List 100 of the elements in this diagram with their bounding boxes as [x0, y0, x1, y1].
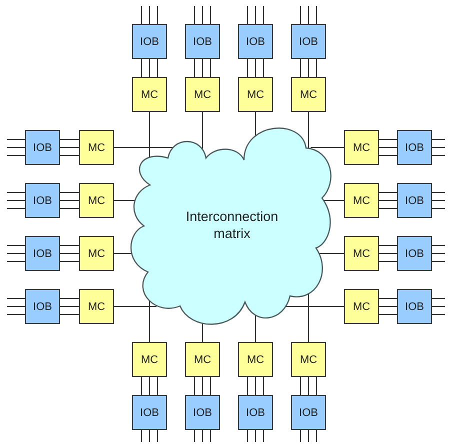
signal-line — [379, 260, 397, 262]
block-label: IOB — [299, 36, 318, 48]
signal-line — [114, 252, 132, 254]
io-block — [397, 130, 432, 165]
pin-line — [7, 208, 25, 210]
pin-line — [7, 260, 25, 262]
pin-line — [300, 6, 302, 24]
block-label: IOB — [405, 248, 424, 260]
pin-line — [7, 252, 25, 254]
pin-line — [7, 146, 25, 148]
io-block — [397, 183, 432, 218]
signal-line — [308, 377, 310, 395]
signal-line — [285, 306, 344, 308]
macrocell-block — [238, 77, 273, 112]
block-label: IOB — [299, 406, 318, 418]
block-label: IOB — [246, 36, 265, 48]
pin-line — [262, 6, 264, 24]
signal-line — [156, 377, 158, 395]
signal-line — [300, 59, 302, 77]
block-label: MC — [352, 300, 370, 312]
macrocell-block — [344, 130, 379, 165]
pin-line — [7, 244, 25, 246]
block-label: MC — [246, 354, 264, 366]
io-block — [291, 395, 326, 430]
signal-line — [323, 200, 344, 202]
signal-line — [60, 146, 79, 148]
signal-line — [114, 306, 156, 308]
signal-line — [379, 298, 397, 300]
signal-line — [202, 112, 204, 149]
signal-line — [202, 59, 204, 77]
pin-line — [432, 298, 445, 300]
signal-line — [60, 298, 79, 300]
signal-line — [202, 322, 204, 342]
block-label: MC — [300, 88, 318, 100]
pin-line — [254, 430, 256, 442]
macrocell-block — [132, 342, 167, 377]
signal-line — [379, 208, 397, 210]
signal-line — [308, 294, 310, 342]
signal-line — [114, 200, 136, 202]
signal-line — [310, 146, 344, 148]
pin-line — [148, 6, 150, 24]
signal-line — [254, 59, 256, 77]
signal-line — [60, 260, 79, 262]
block-label: MC — [246, 88, 264, 100]
pin-line — [432, 306, 445, 308]
pin-line — [316, 6, 318, 24]
block-label: MC — [140, 354, 158, 366]
block-label: MC — [352, 194, 370, 206]
signal-line — [60, 244, 79, 246]
macrocell-block — [79, 236, 114, 271]
block-label: IOB — [140, 36, 159, 48]
pin-line — [432, 146, 445, 148]
block-label: MC — [88, 300, 106, 312]
io-block — [185, 24, 220, 59]
signal-line — [194, 377, 196, 395]
macrocell-block — [291, 342, 326, 377]
pin-line — [7, 138, 25, 140]
signal-line — [60, 192, 79, 194]
pin-line — [7, 314, 25, 316]
block-label: IOB — [140, 406, 159, 418]
pin-line — [432, 200, 445, 202]
macrocell-block — [79, 130, 114, 165]
pin-line — [156, 6, 158, 24]
signal-line — [379, 146, 397, 148]
io-block — [25, 289, 60, 324]
io-block — [25, 130, 60, 165]
macrocell-block — [185, 342, 220, 377]
pin-line — [210, 430, 212, 442]
pin-line — [202, 430, 204, 442]
pin-line — [7, 298, 25, 300]
signal-line — [210, 59, 212, 77]
pin-line — [7, 306, 25, 308]
macrocell-block — [79, 183, 114, 218]
block-label: IOB — [193, 36, 212, 48]
signal-line — [194, 59, 196, 77]
block-label: IOB — [193, 406, 212, 418]
signal-line — [156, 59, 158, 77]
pin-line — [432, 208, 445, 210]
block-label: IOB — [33, 248, 52, 260]
signal-line — [308, 59, 310, 77]
signal-line — [254, 112, 256, 136]
pin-line — [432, 244, 445, 246]
pin-line — [308, 430, 310, 442]
signal-line — [246, 377, 248, 395]
pin-line — [140, 6, 142, 24]
io-block — [238, 395, 273, 430]
pin-line — [7, 200, 25, 202]
pin-line — [246, 6, 248, 24]
block-label: MC — [352, 248, 370, 260]
pin-line — [262, 430, 264, 442]
macrocell-block — [344, 183, 379, 218]
signal-line — [60, 154, 79, 156]
io-block — [185, 395, 220, 430]
signal-line — [308, 112, 310, 150]
signal-line — [254, 314, 256, 342]
io-block — [291, 24, 326, 59]
signal-line — [316, 59, 318, 77]
signal-line — [60, 138, 79, 140]
pin-line — [308, 6, 310, 24]
macrocell-block — [238, 342, 273, 377]
